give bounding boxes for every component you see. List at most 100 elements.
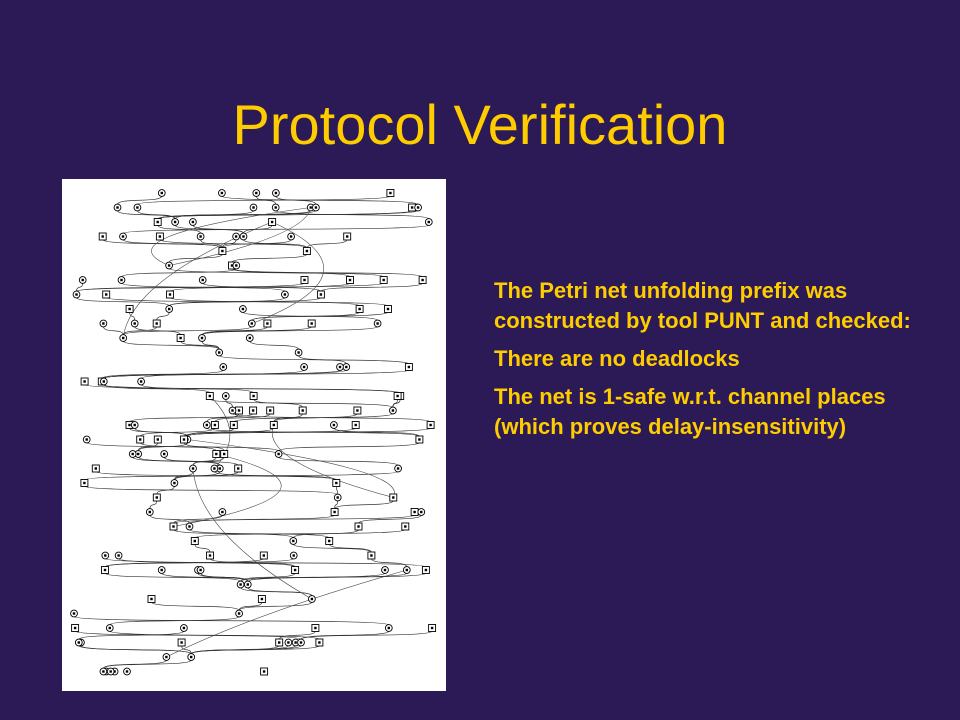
arc <box>159 239 308 249</box>
node-mark <box>131 452 134 456</box>
arc <box>173 514 223 524</box>
node-mark <box>200 336 204 340</box>
node-mark <box>213 467 216 470</box>
arc <box>103 659 167 669</box>
arc <box>121 268 237 278</box>
node-mark <box>293 568 297 572</box>
arc <box>192 468 313 600</box>
arc <box>76 297 170 307</box>
node-mark <box>120 278 123 282</box>
arc <box>371 558 408 568</box>
node-mark <box>218 351 221 354</box>
arc <box>122 340 220 350</box>
arc <box>225 398 233 408</box>
node-mark <box>382 278 385 282</box>
arc <box>169 207 311 266</box>
arc <box>129 413 254 423</box>
arc <box>174 471 221 481</box>
arc <box>161 572 249 582</box>
arc <box>103 659 192 669</box>
node-mark <box>314 626 317 630</box>
arc <box>222 239 237 249</box>
arc <box>249 340 299 350</box>
arc <box>334 500 339 510</box>
node-mark <box>191 467 195 470</box>
node-mark <box>148 510 151 514</box>
node-mark <box>278 641 281 644</box>
node-mark <box>94 467 97 470</box>
node-mark <box>310 597 314 601</box>
arc <box>104 558 295 568</box>
node-mark <box>116 206 119 209</box>
node-mark <box>297 351 300 354</box>
node-mark <box>392 496 395 499</box>
node-mark <box>136 206 139 209</box>
arc <box>222 239 292 249</box>
node-mark <box>348 278 352 282</box>
arc <box>166 569 407 658</box>
arc <box>335 485 339 495</box>
arc <box>73 616 390 626</box>
node-mark <box>292 554 295 557</box>
node-mark <box>266 322 269 325</box>
arc <box>218 355 410 365</box>
node-mark <box>182 438 186 441</box>
node-mark <box>410 206 414 209</box>
node-mark <box>188 525 191 528</box>
arc <box>137 442 159 452</box>
node-mark <box>260 597 264 601</box>
node-mark <box>416 206 420 209</box>
node-mark <box>191 220 195 224</box>
node-mark <box>356 409 359 412</box>
arc <box>320 282 423 292</box>
arc <box>194 543 211 553</box>
arc <box>251 221 325 324</box>
node-mark <box>150 597 153 601</box>
node-mark <box>128 307 131 311</box>
arc <box>137 195 391 205</box>
arc <box>134 326 181 336</box>
arc <box>140 369 305 379</box>
node-mark <box>221 510 224 514</box>
node-mark <box>165 655 168 659</box>
arc <box>151 601 240 611</box>
arc <box>243 239 308 249</box>
arc <box>201 326 378 336</box>
node-mark <box>429 423 432 427</box>
node-mark <box>85 438 88 441</box>
arc <box>273 413 304 423</box>
node-mark <box>172 525 175 528</box>
node-mark <box>262 554 265 557</box>
arc <box>300 630 433 640</box>
node-mark <box>213 423 217 427</box>
node-mark <box>222 365 225 369</box>
node-mark <box>405 568 408 572</box>
node-mark <box>121 235 125 238</box>
arc <box>117 210 176 220</box>
node-mark <box>102 670 105 673</box>
arc <box>238 601 263 611</box>
node-mark <box>299 641 303 644</box>
node-mark <box>269 409 272 412</box>
node-mark <box>346 235 349 238</box>
node-mark <box>168 293 172 296</box>
node-mark <box>376 322 379 325</box>
arc <box>187 439 395 498</box>
node-mark <box>396 467 400 470</box>
arc <box>122 224 430 234</box>
node-mark <box>117 554 120 557</box>
node-mark <box>102 322 105 325</box>
node-mark <box>303 278 306 282</box>
node-mark <box>283 293 287 296</box>
arc <box>122 326 253 336</box>
node-mark <box>77 641 80 644</box>
bullet-item: The Petri net unfolding prefix was const… <box>494 278 911 333</box>
node-mark <box>289 235 293 238</box>
node-mark <box>336 496 339 499</box>
arc <box>214 413 271 423</box>
arc <box>231 253 308 263</box>
node-mark <box>156 220 159 224</box>
node-mark <box>241 307 245 311</box>
node-mark <box>113 670 116 673</box>
node-mark <box>357 525 360 528</box>
